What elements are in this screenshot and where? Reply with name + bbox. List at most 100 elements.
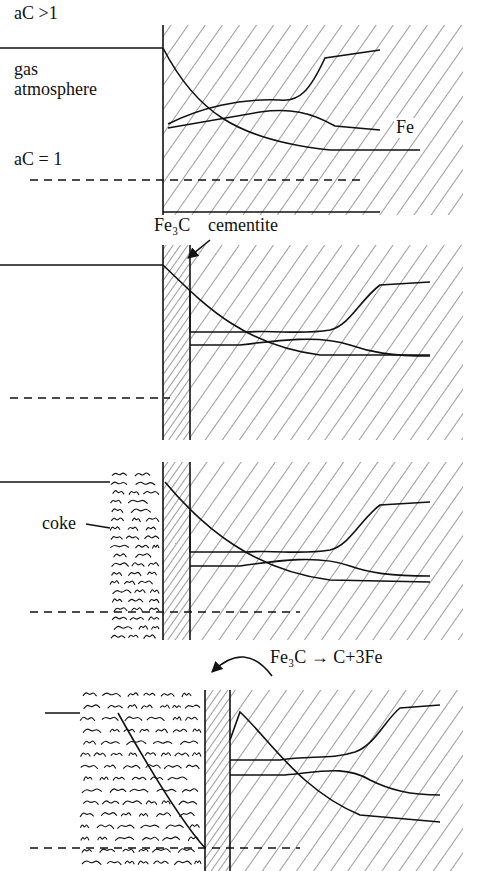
coke-squiggle: [149, 608, 159, 611]
phase-label: cementite: [206, 216, 280, 236]
coke-squiggle: [114, 626, 132, 629]
coke-squiggle: [80, 717, 95, 721]
coke-squiggle: [186, 765, 199, 769]
coke-squiggle: [112, 599, 122, 603]
coke-squiggle: [123, 849, 134, 853]
coke-squiggle: [111, 482, 127, 485]
coke-squiggle: [161, 693, 174, 696]
coke-squiggle: [174, 861, 191, 865]
coke-squiggle: [131, 509, 151, 513]
coke-squiggle: [126, 741, 146, 745]
coke-squiggle: [132, 608, 143, 612]
coke-squiggle: [179, 801, 197, 805]
coke-squiggle: [146, 801, 157, 805]
coke-squiggle: [110, 581, 119, 585]
activity-label: aC >1: [12, 4, 60, 24]
coke-squiggle: [82, 861, 101, 865]
coke-squiggle: [111, 500, 122, 503]
coke-squiggle: [128, 705, 137, 709]
coke-squiggle: [123, 765, 140, 768]
coke-squiggle: [84, 705, 100, 709]
coke-squiggle: [124, 581, 135, 585]
coke-squiggle: [144, 635, 156, 639]
coke-squiggle: [100, 849, 115, 852]
coke-squiggle: [117, 825, 134, 829]
coke-squiggle: [150, 590, 159, 594]
coke-squiggle: [94, 753, 106, 757]
coke-squiggle: [142, 837, 159, 840]
coke-squiggle: [112, 563, 129, 567]
coke-squiggle: [101, 741, 119, 744]
coke-squiggle: [153, 741, 172, 743]
coke-squiggle: [115, 837, 134, 841]
coke-squiggle: [107, 861, 121, 864]
coke-squiggle: [179, 813, 194, 817]
coke-squiggle: [83, 801, 98, 805]
coke-squiggle: [113, 590, 132, 594]
coke-squiggle: [129, 753, 137, 757]
coke-squiggle: [130, 789, 148, 792]
coke-squiggle: [152, 545, 159, 548]
coke-squiggle: [162, 801, 170, 805]
coke-squiggle: [168, 777, 188, 780]
activity-label: aC = 1: [12, 150, 64, 170]
coke-squiggle: [98, 837, 107, 840]
coke-squiggle: [180, 741, 198, 745]
coke-squiggle: [102, 801, 119, 804]
coke-squiggle: [195, 861, 201, 864]
coke-squiggle: [178, 849, 194, 853]
coke-squiggle: [141, 705, 152, 709]
coke-squiggle: [138, 861, 148, 865]
coke-squiggle: [101, 813, 117, 816]
coke-squiggle: [128, 500, 147, 503]
coke-squiggle: [160, 705, 169, 709]
coke-squiggle: [145, 753, 156, 756]
coke-squiggle: [173, 705, 181, 707]
coke-squiggle: [128, 635, 138, 637]
coke-squiggle: [108, 705, 123, 708]
coke-squiggle: [112, 617, 127, 620]
coke-squiggle: [104, 765, 116, 768]
coke-squiggle: [81, 753, 91, 757]
coke-squiggle: [190, 825, 199, 828]
coke-squiggle: [175, 753, 189, 757]
coke-squiggle: [113, 777, 124, 780]
coke-squiggle: [132, 563, 144, 567]
coke-squiggle: [102, 717, 118, 720]
coke-squiggle: [110, 545, 129, 547]
coke-squiggle: [124, 729, 135, 732]
coke-squiggle: [100, 777, 108, 780]
coke-squiggle: [121, 813, 131, 816]
coke-squiggle: [136, 482, 156, 485]
coke-squiggle: [135, 590, 146, 593]
coke-squiggle: [146, 527, 156, 530]
coke-squiggle: [188, 837, 198, 841]
coke-squiggle: [129, 491, 139, 494]
coke-squiggle: [81, 765, 98, 768]
coke-squiggle: [185, 705, 200, 708]
coke-squiggle: [182, 789, 198, 793]
coke-squiggle: [83, 729, 101, 733]
coke-squiggle: [146, 765, 161, 769]
coke-squiggle: [80, 813, 94, 817]
material-label: Fe: [394, 118, 416, 138]
coke-squiggle: [164, 765, 181, 768]
coke-squiggle: [102, 693, 120, 697]
coke-squiggle: [139, 814, 148, 817]
coke-squiggle: [128, 693, 138, 697]
coke-squiggle: [111, 753, 123, 756]
coke-squiggle: [132, 518, 140, 522]
coke-squiggle: [110, 789, 126, 793]
coke-squiggle: [83, 741, 95, 745]
coke-squiggle: [151, 627, 159, 630]
coke-squiggle: [139, 626, 148, 630]
coke-squiggle: [110, 729, 119, 732]
coke-squiggle: [97, 825, 114, 829]
reaction-label: Fe₃C → C+3Fe: [268, 648, 384, 668]
coke-squiggle: [193, 729, 201, 733]
coke-squiggle: [111, 635, 125, 638]
coke-squiggle: [156, 813, 170, 817]
coke-squiggle: [82, 789, 102, 793]
coke-squiggle: [156, 729, 168, 733]
coke-squiggle: [114, 554, 127, 557]
